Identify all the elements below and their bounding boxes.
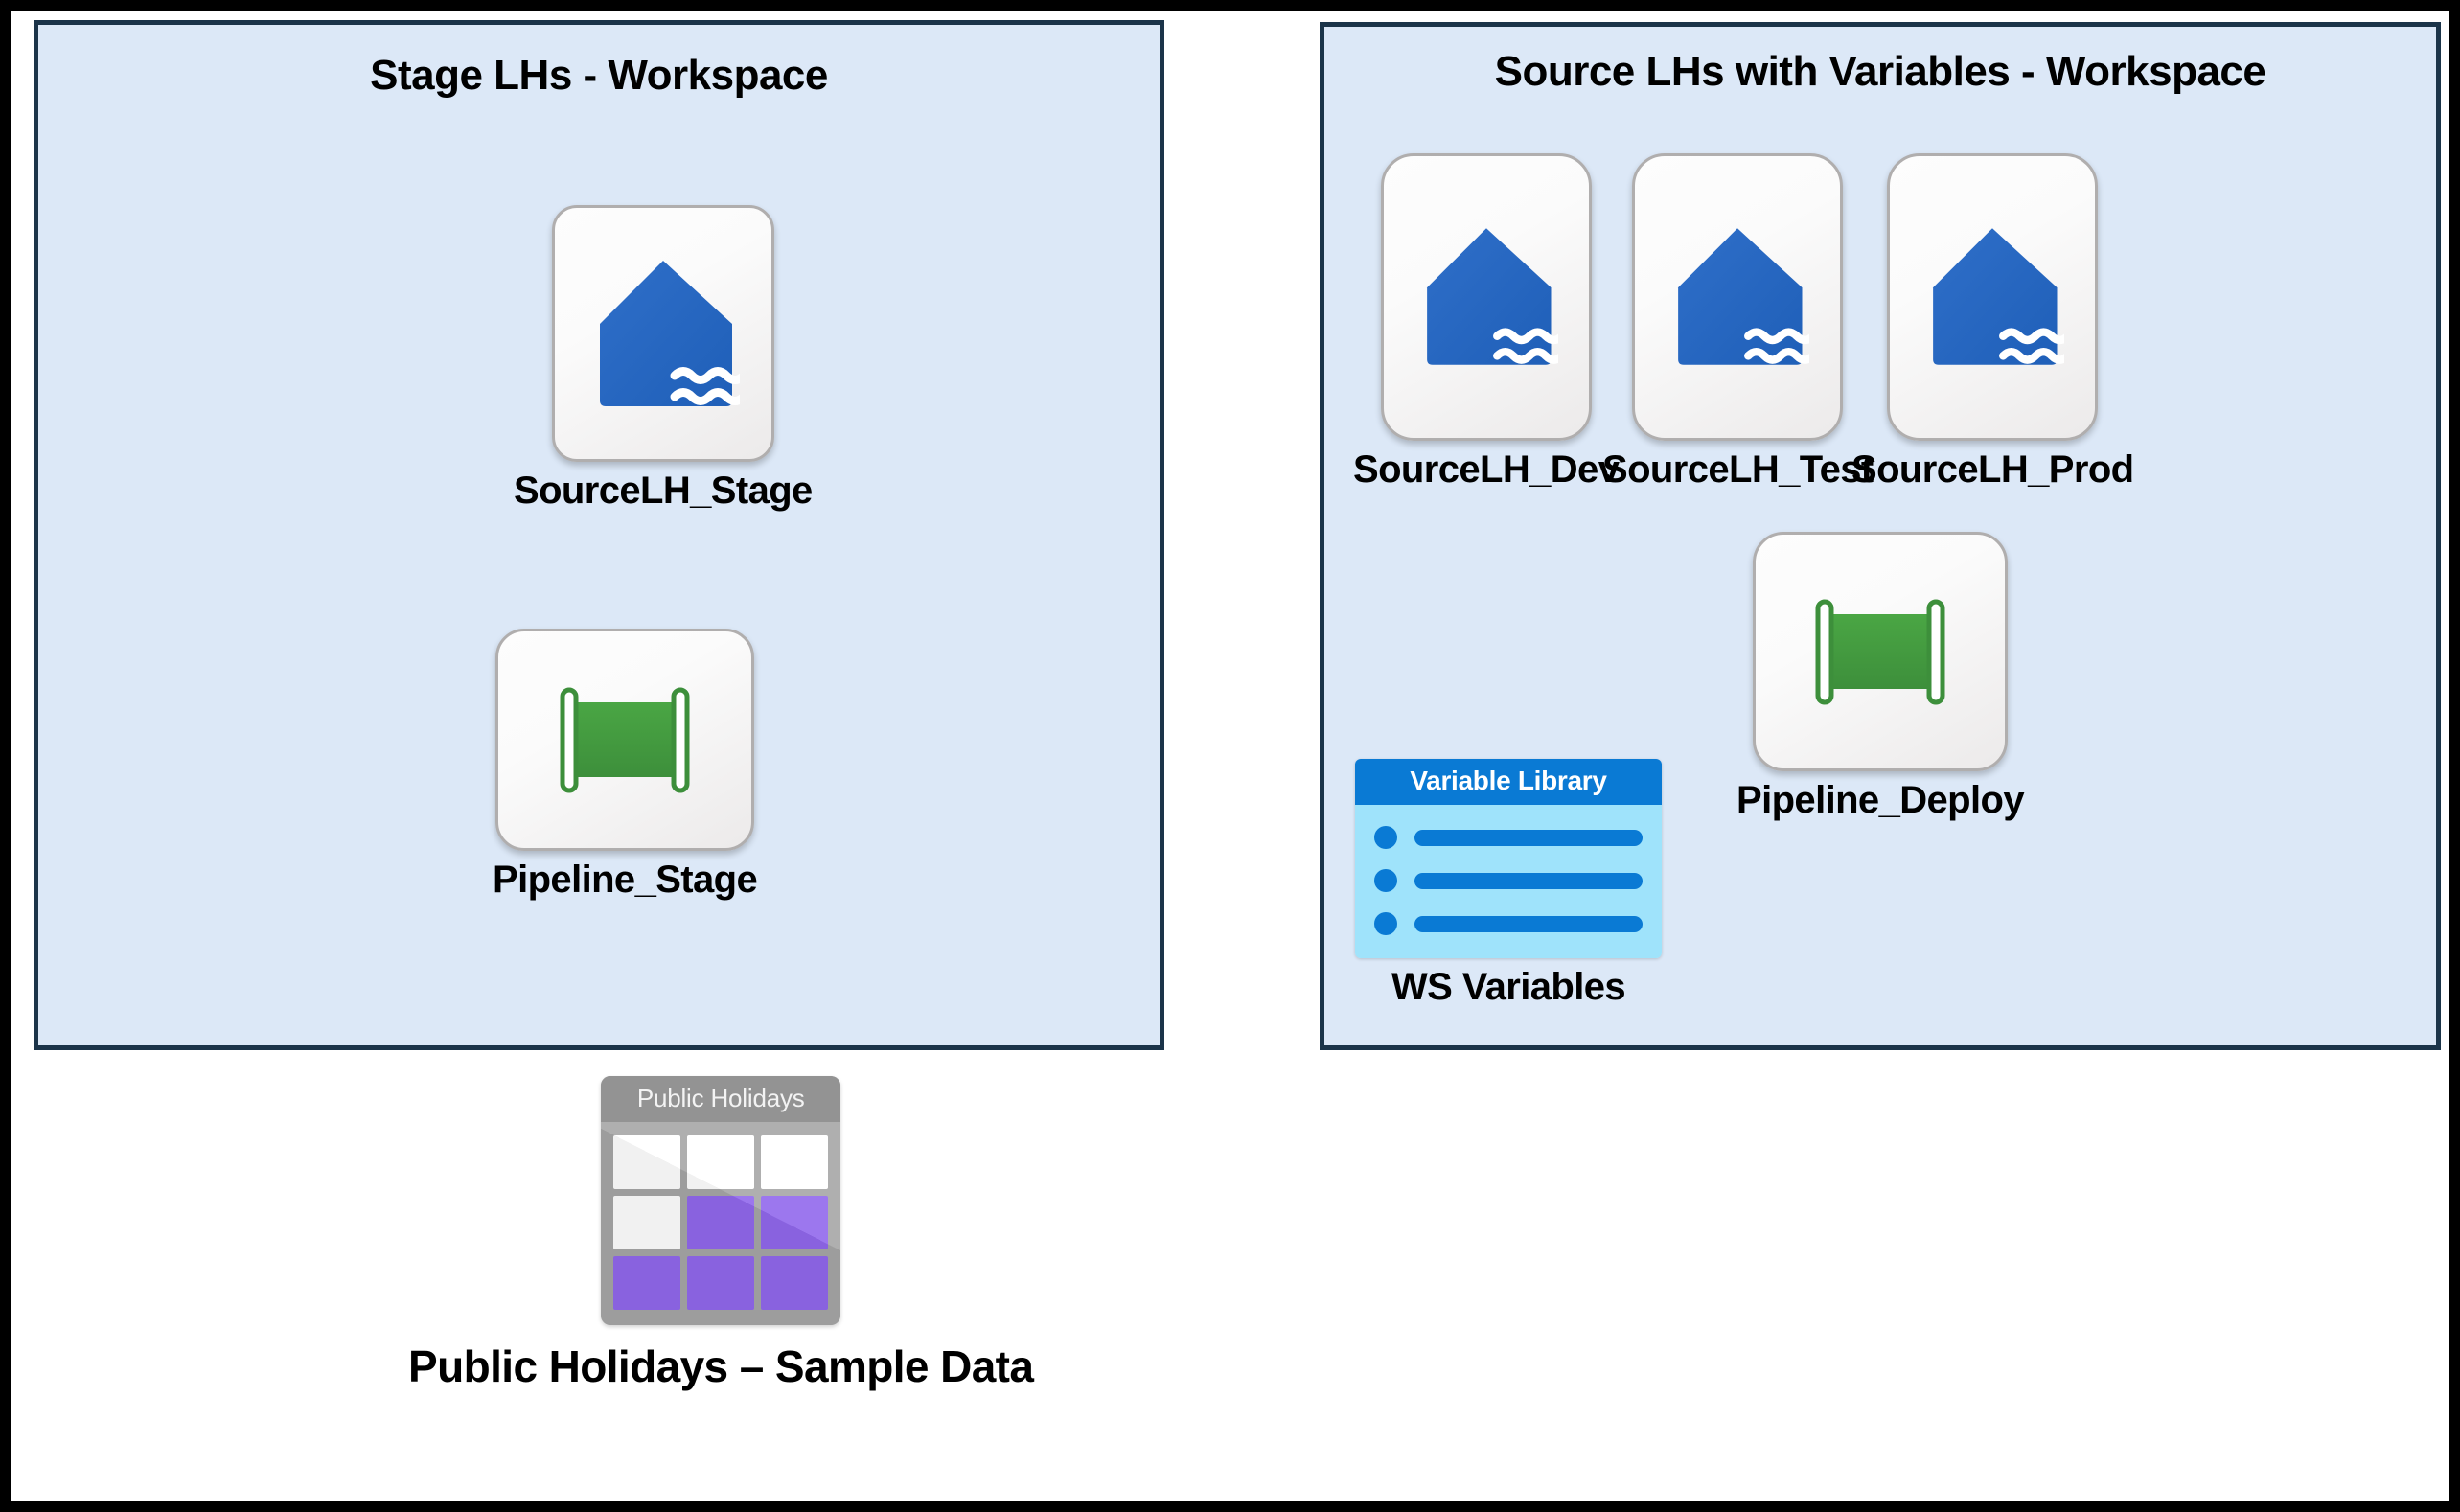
variable-bar — [1414, 829, 1643, 846]
item-sourcelh-test[interactable]: SourceLH_Test — [1602, 153, 1874, 492]
table-cell — [761, 1256, 829, 1310]
workspace-source: Source LHs with Variables - Workspace So… — [1320, 22, 2441, 1050]
variable-library-icon[interactable]: Variable Library — [1355, 759, 1662, 958]
lakehouse-tile-dev[interactable] — [1380, 153, 1592, 441]
item-label: Pipeline_Stage — [493, 859, 758, 901]
item-pipeline-deploy[interactable]: Pipeline_Deploy — [1736, 532, 2025, 822]
sample-data-grid — [601, 1122, 840, 1325]
table-cell — [687, 1135, 755, 1189]
pipeline-tile-deploy[interactable] — [1753, 532, 2008, 771]
table-cell — [613, 1135, 681, 1189]
item-label: SourceLH_Dev — [1353, 448, 1620, 491]
lakehouse-tile-prod[interactable] — [1887, 153, 2099, 441]
variable-bar — [1414, 872, 1643, 889]
bullet-icon — [1374, 912, 1397, 935]
item-label: SourceLH_Prod — [1851, 448, 2134, 491]
variable-bar — [1414, 915, 1643, 932]
table-cell — [761, 1196, 829, 1249]
lakehouse-icon — [1426, 228, 1558, 365]
item-sourcelh-dev[interactable]: SourceLH_Dev — [1353, 153, 1620, 492]
workspace-source-title: Source LHs with Variables - Workspace — [1494, 48, 2266, 95]
lakehouse-icon — [1933, 228, 2065, 365]
variable-row — [1374, 912, 1643, 935]
table-cell — [613, 1196, 681, 1249]
item-ws-variables[interactable]: Variable Library WS Varia — [1355, 759, 1662, 1009]
sample-data-table-icon[interactable]: Public Holidays — [601, 1076, 841, 1325]
lakehouse-icon — [1678, 228, 1810, 365]
table-cell — [687, 1196, 755, 1249]
sample-data-table-title: Public Holidays — [601, 1076, 841, 1122]
pipeline-icon — [560, 687, 690, 792]
item-label: Pipeline_Deploy — [1736, 779, 2025, 821]
pipeline-icon — [1815, 599, 1945, 704]
workspace-stage: Stage LHs - Workspace — [34, 20, 1164, 1050]
table-cell — [687, 1256, 755, 1310]
variable-row — [1374, 869, 1643, 892]
item-label: Public Holidays – Sample Data — [408, 1341, 1034, 1391]
variable-library-body — [1355, 805, 1662, 958]
bullet-icon — [1374, 869, 1397, 892]
table-cell — [613, 1256, 681, 1310]
item-public-holidays[interactable]: Public Holidays Public Holidays – Sample… — [408, 1076, 1034, 1392]
variable-row — [1374, 826, 1643, 849]
table-cell — [761, 1135, 829, 1189]
item-sourcelh-stage[interactable]: SourceLH_Stage — [514, 205, 813, 513]
lakehouse-tile-stage[interactable] — [551, 205, 774, 462]
variable-library-header: Variable Library — [1355, 759, 1662, 805]
item-label: WS Variables — [1391, 966, 1626, 1008]
bullet-icon — [1374, 826, 1397, 849]
lakehouse-tile-test[interactable] — [1632, 153, 1844, 441]
workspace-stage-title: Stage LHs - Workspace — [370, 52, 828, 99]
item-label: SourceLH_Test — [1602, 448, 1874, 491]
lakehouse-icon — [599, 260, 740, 406]
pipeline-tile-stage[interactable] — [495, 629, 755, 851]
item-label: SourceLH_Stage — [514, 470, 813, 512]
item-sourcelh-prod[interactable]: SourceLH_Prod — [1851, 153, 2134, 492]
item-pipeline-stage[interactable]: Pipeline_Stage — [493, 629, 758, 902]
